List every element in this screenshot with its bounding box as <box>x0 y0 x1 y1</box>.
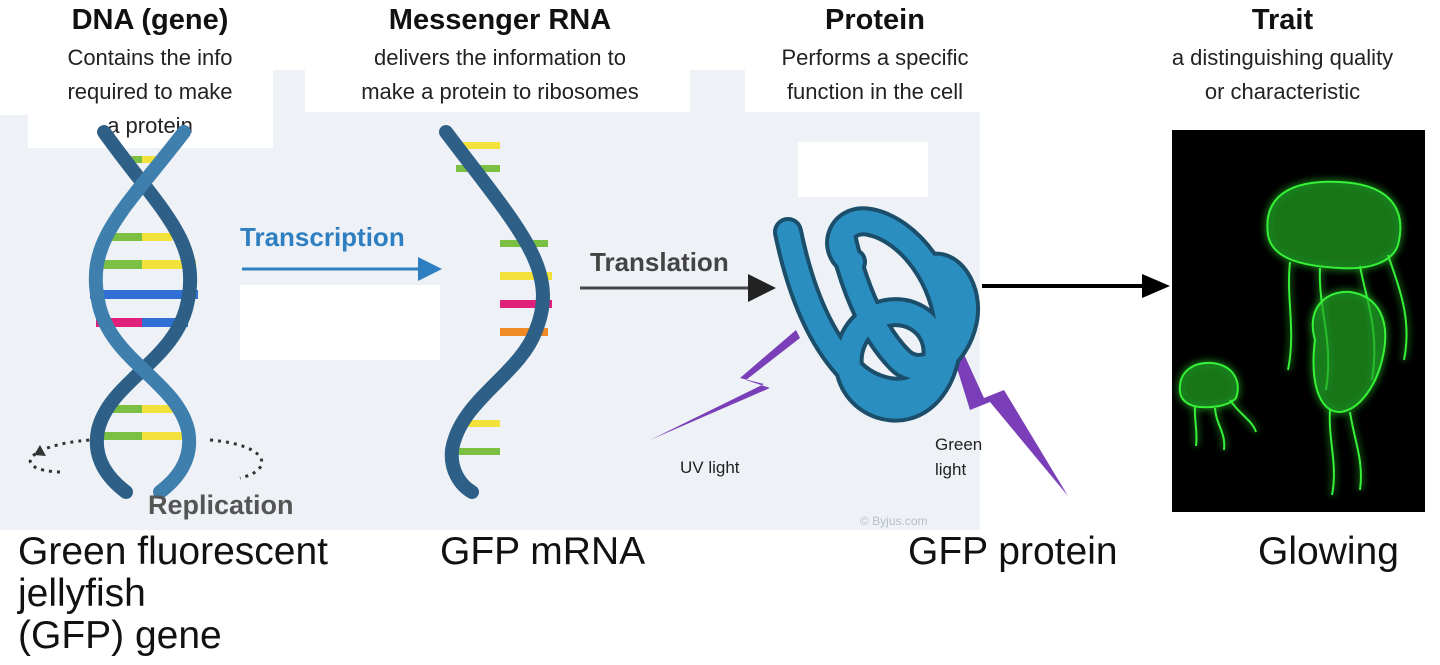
trait-arrowhead-icon <box>1142 274 1170 298</box>
replication-label: Replication <box>148 490 294 520</box>
trait-description: a distinguishing quality or characterist… <box>1171 45 1394 104</box>
mrna-description: delivers the information to make a prote… <box>361 45 639 104</box>
blank-box-protein <box>798 142 928 197</box>
blank-box <box>240 285 440 360</box>
protein-description: Performs a specific function in the cell <box>781 45 969 104</box>
uv-lightning-icon <box>650 330 800 440</box>
watermark: © Byjus.com <box>860 514 928 528</box>
transcription-label: Transcription <box>240 222 405 252</box>
mrna-description-box <box>305 40 690 112</box>
mrna-strand-icon <box>439 125 552 499</box>
dna-caption: Green fluorescent jellyfish (GFP) gene <box>18 530 329 657</box>
dna-description: Contains the info required to make a pro… <box>67 45 233 138</box>
mrna-caption: GFP mRNA <box>440 530 646 573</box>
dna-helix-icon <box>88 125 198 499</box>
protein-structure-icon <box>773 206 981 423</box>
replication-loop-icon <box>28 438 264 480</box>
trait-caption: Glowing <box>1258 530 1399 573</box>
dna-heading: DNA (gene) <box>71 4 229 36</box>
translation-arrowhead-icon <box>748 274 776 302</box>
jellyfish-photo <box>1172 130 1425 512</box>
green-lightning-icon <box>952 350 1068 496</box>
protein-description-box <box>745 40 1005 112</box>
translation-label: Translation <box>590 247 729 277</box>
protein-heading: Protein <box>825 4 925 36</box>
replication-arrowhead-icon <box>34 445 46 456</box>
mrna-heading: Messenger RNA <box>388 4 612 36</box>
protein-caption: GFP protein <box>908 530 1118 573</box>
green-light-label: Green light <box>935 435 983 479</box>
transcription-arrowhead-icon <box>418 257 442 281</box>
trait-heading: Trait <box>1251 4 1314 36</box>
dna-description-box <box>28 40 273 148</box>
uv-light-label: UV light <box>680 458 740 477</box>
